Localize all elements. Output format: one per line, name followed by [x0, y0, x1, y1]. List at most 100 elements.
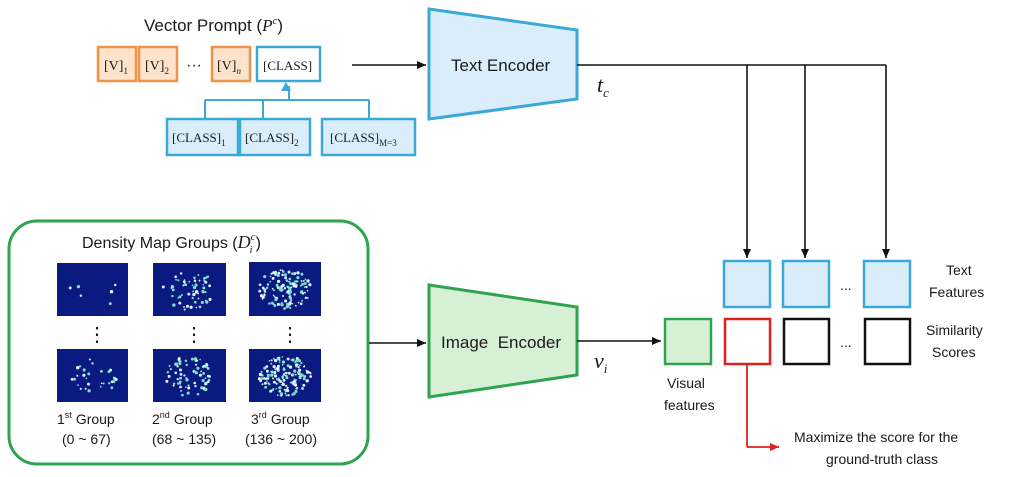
- density-dot: [278, 286, 282, 290]
- density-dot: [306, 279, 310, 283]
- density-dot: [286, 285, 290, 289]
- density-dot: [294, 304, 297, 307]
- density-dot: [87, 382, 90, 386]
- density-dot: [182, 284, 185, 287]
- density-dot: [273, 296, 276, 298]
- density-dot: [290, 298, 293, 300]
- density-dot: [174, 362, 178, 366]
- density-dot: [204, 290, 207, 294]
- density-dot: [260, 370, 263, 373]
- density-dot: [285, 388, 289, 392]
- density-dot: [182, 280, 186, 284]
- density-dot: [178, 380, 182, 384]
- density-dot: [272, 271, 276, 275]
- density-dot: [192, 292, 196, 297]
- text-feature-box-1: [722, 259, 772, 309]
- density-dot: [184, 386, 187, 389]
- density-dot: [295, 387, 298, 390]
- density-dot: [293, 361, 296, 364]
- density-dot: [305, 379, 309, 383]
- density-dot: [181, 393, 184, 397]
- vector-token-ellipsis: ···: [186, 57, 202, 74]
- density-dot: [272, 357, 275, 360]
- vdots-group1: ⋮: [87, 324, 107, 346]
- density-dot: [284, 371, 288, 375]
- density-dot: [303, 375, 307, 378]
- density-dot: [79, 294, 82, 297]
- image-encoder: Image Encoder: [427, 283, 579, 399]
- density-dot: [299, 290, 303, 294]
- density-dot: [285, 279, 289, 282]
- density-dot: [175, 278, 177, 281]
- density-dot: [87, 389, 91, 393]
- density-dot: [193, 300, 197, 304]
- density-dot: [195, 363, 198, 366]
- density-dot: [178, 301, 182, 305]
- text-feature-box-n: [862, 259, 912, 309]
- density-dot: [195, 359, 199, 362]
- density-dot: [76, 366, 80, 370]
- density-dot: [296, 271, 300, 275]
- density-dot: [291, 393, 294, 396]
- density-map-group1-bottom: [57, 349, 128, 402]
- density-dot: [305, 369, 308, 372]
- maximize-note-line1: Maximize the score for the: [794, 429, 958, 445]
- density-dot: [280, 392, 284, 396]
- density-dot: [114, 377, 118, 381]
- density-dot: [273, 358, 278, 363]
- density-dot: [293, 293, 296, 296]
- vdots-group3: ⋮: [280, 324, 300, 346]
- svg-text:[V]n: [V]n: [217, 59, 241, 76]
- density-dot: [263, 290, 267, 293]
- density-dot: [168, 364, 171, 368]
- density-dot: [287, 394, 290, 397]
- class-option-connector: [204, 82, 370, 118]
- density-dot: [183, 279, 186, 281]
- density-dot: [183, 374, 186, 377]
- group2-range: (68 ~ 135): [152, 431, 216, 447]
- density-dot: [180, 390, 182, 392]
- density-dot: [258, 372, 263, 377]
- density-dot: [296, 280, 299, 283]
- density-dot: [285, 374, 288, 377]
- density-dot: [192, 290, 194, 293]
- density-dot: [102, 382, 105, 385]
- density-dot: [201, 289, 205, 294]
- density-dot: [281, 283, 285, 288]
- density-dot: [206, 374, 210, 378]
- similarity-box-2: [782, 317, 831, 366]
- density-dot: [197, 297, 200, 300]
- density-dot: [179, 368, 182, 372]
- density-dot: [108, 302, 112, 306]
- density-dot: [180, 294, 183, 296]
- density-dot: [184, 359, 188, 363]
- density-dot: [288, 301, 292, 305]
- density-map-group2-bottom: [153, 349, 226, 402]
- density-dot: [284, 299, 288, 303]
- density-dot: [291, 282, 296, 286]
- density-dot: [279, 269, 282, 271]
- density-dot: [291, 358, 295, 362]
- density-dot: [203, 279, 206, 282]
- density-dot: [288, 292, 291, 296]
- density-dot: [263, 275, 267, 279]
- density-dot: [183, 308, 186, 311]
- density-dot: [107, 370, 111, 374]
- visual-features-label-line2: features: [664, 397, 715, 413]
- density-dot: [299, 376, 301, 379]
- density-dot: [264, 385, 268, 389]
- density-dot: [178, 295, 182, 299]
- density-dot: [68, 286, 72, 290]
- density-dot: [283, 273, 287, 277]
- density-dot: [197, 274, 200, 276]
- density-dot: [82, 368, 86, 372]
- density-dot: [304, 278, 307, 281]
- density-dot: [284, 276, 288, 280]
- vector-token-2: [V]2: [137, 45, 179, 83]
- density-dot: [261, 286, 265, 290]
- density-dot: [187, 386, 191, 390]
- density-dot: [110, 386, 113, 389]
- density-dot: [279, 380, 282, 383]
- density-dot: [286, 302, 289, 306]
